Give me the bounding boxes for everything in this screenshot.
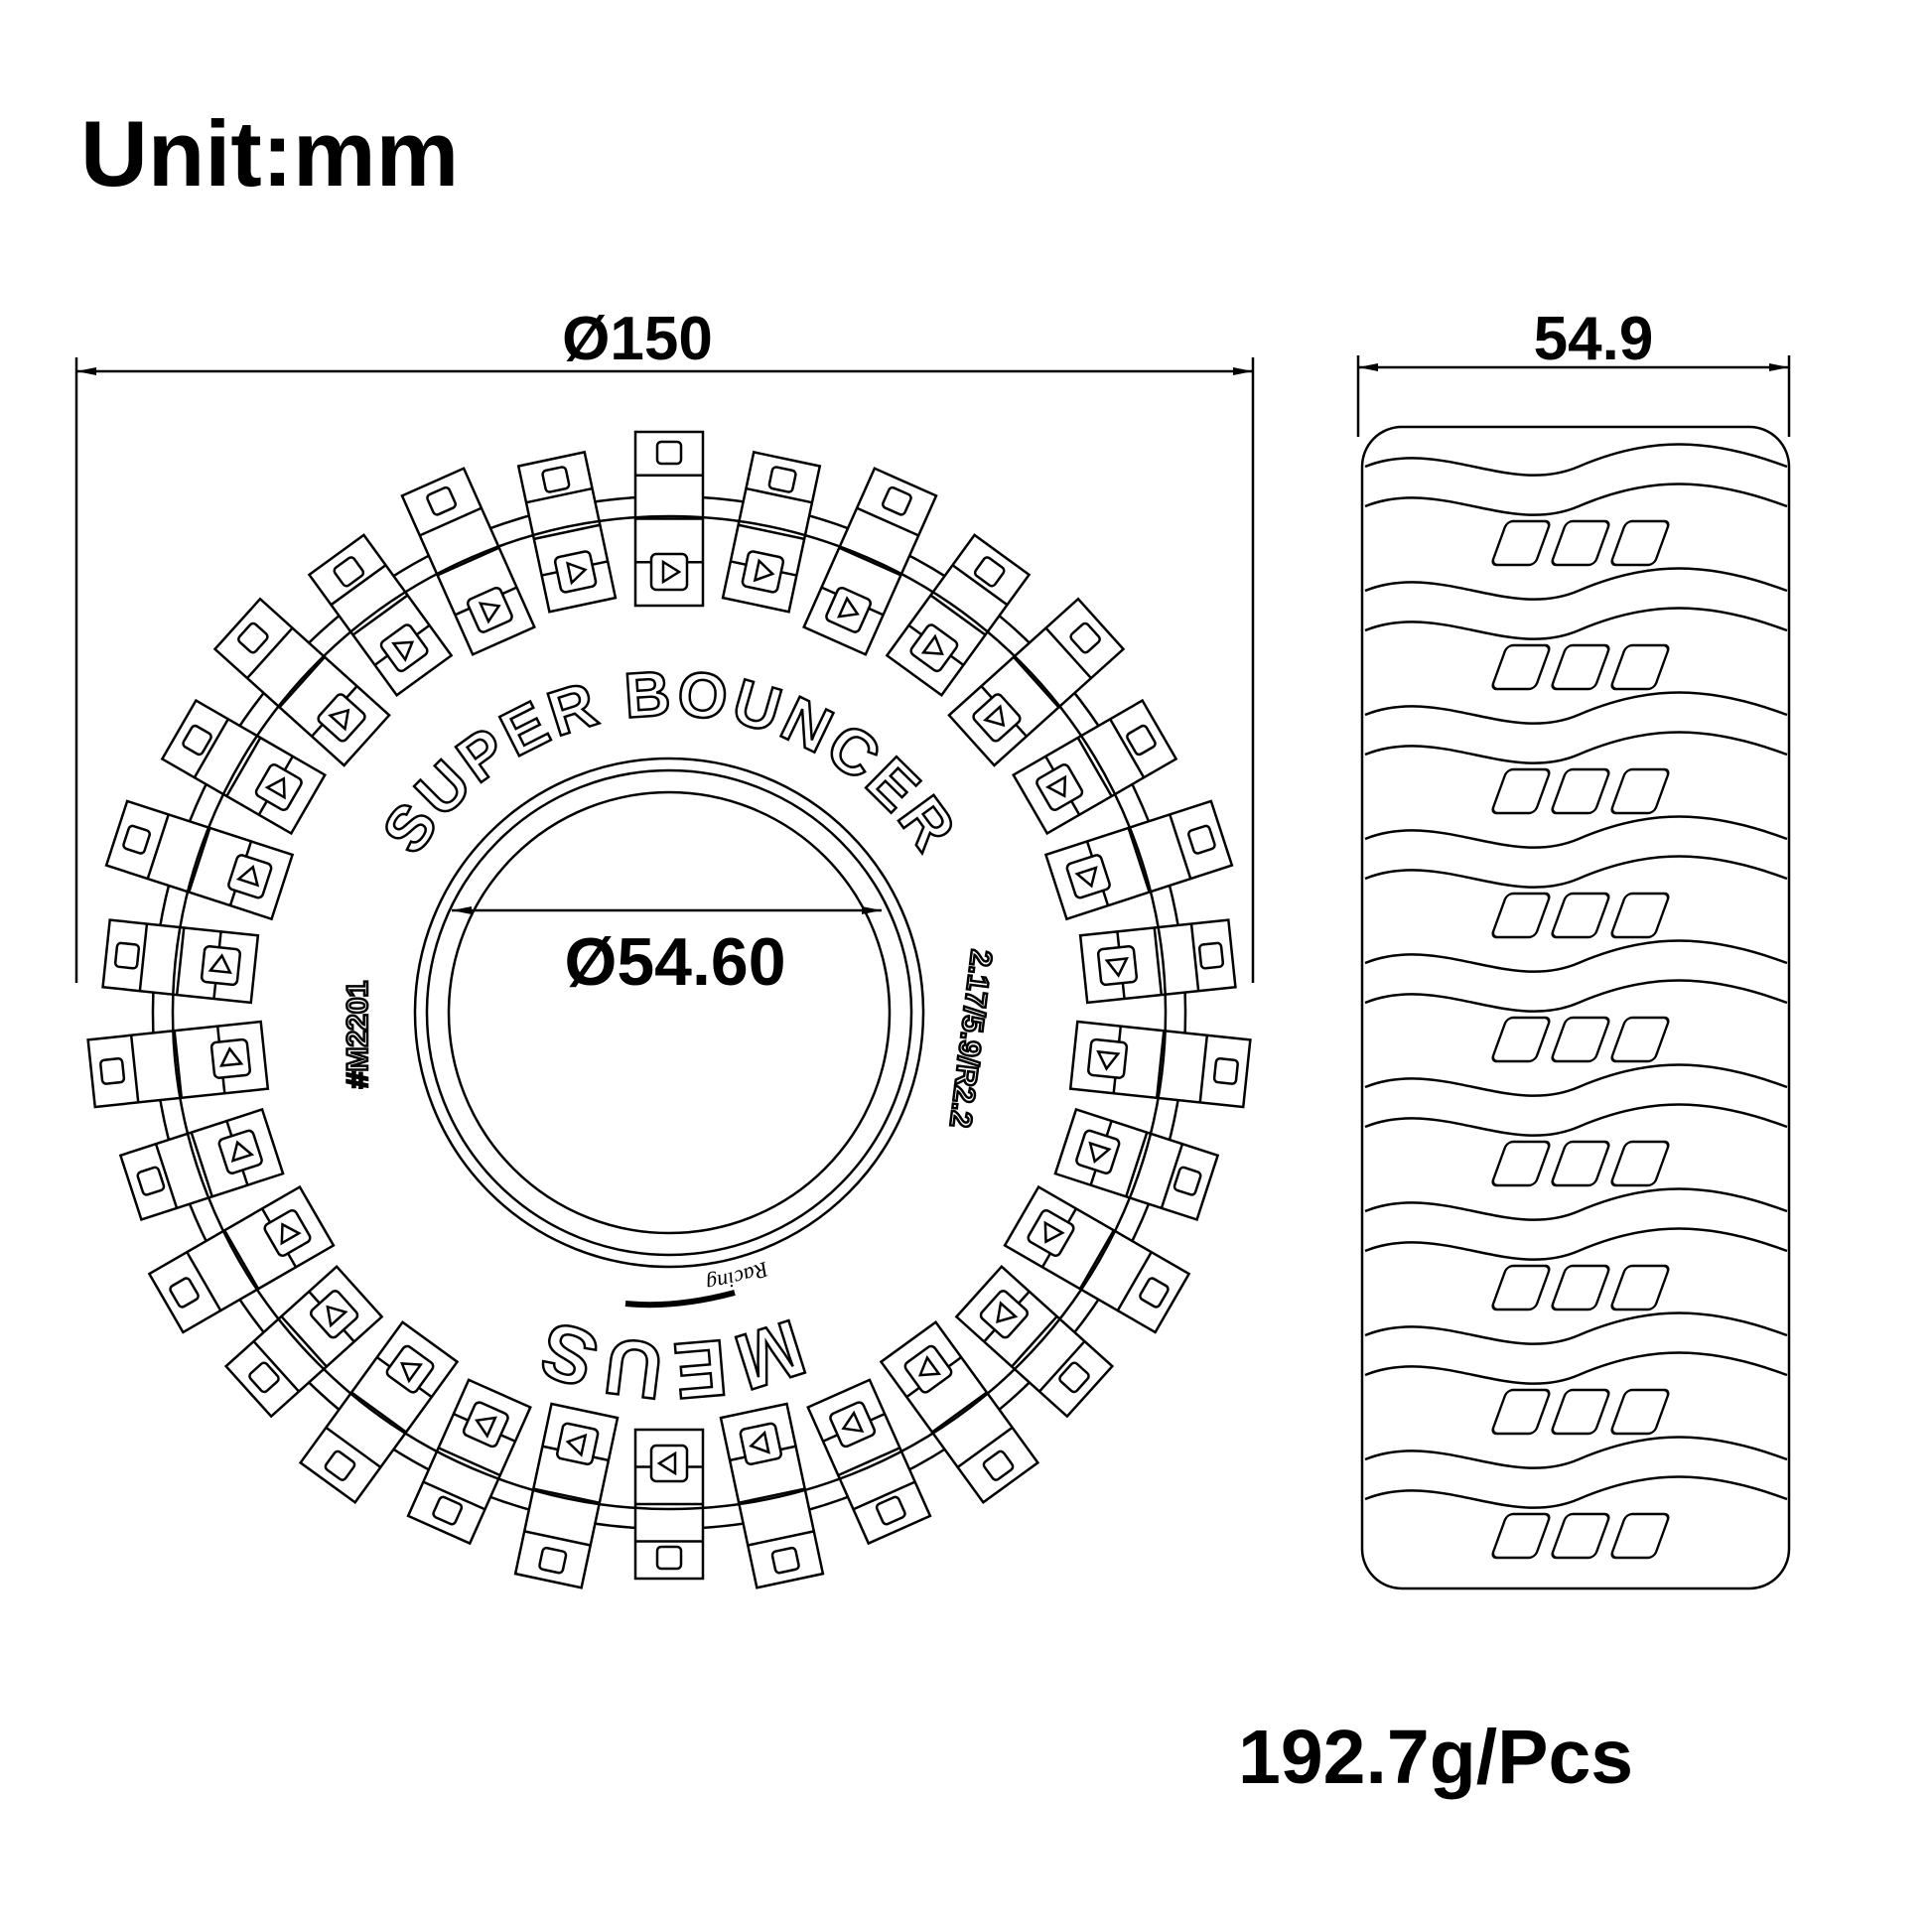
tread-block (1551, 1264, 1610, 1311)
rim-hole (447, 790, 892, 1235)
tread-lug (802, 467, 938, 656)
tread-block (1610, 1016, 1670, 1063)
tread-band (1364, 607, 1788, 640)
tread-band (1364, 1311, 1788, 1345)
tread-block (1491, 1016, 1551, 1063)
tread-lug (954, 1265, 1115, 1419)
size-code-text: 2.17/5.9/R2.2 (943, 948, 998, 1130)
tread-lug (118, 1107, 285, 1222)
tread-block (1491, 767, 1551, 815)
tread-band (1364, 567, 1788, 601)
tread-block (1551, 767, 1610, 815)
tire-shoulder (171, 514, 1168, 1511)
tread-lug (885, 533, 1032, 697)
tread-lug (307, 533, 454, 697)
tread-lug (1012, 698, 1178, 836)
tread-lug (1068, 1020, 1252, 1109)
tread-block (1491, 1264, 1551, 1311)
tread-lug (719, 1402, 825, 1589)
tread-block (1551, 1512, 1610, 1560)
part-number-text: #M2201 (342, 981, 374, 1088)
tread-block (1491, 519, 1551, 567)
tread-band (1364, 1063, 1788, 1097)
tread-block (1491, 892, 1551, 939)
brand-text: MEUS (524, 1303, 816, 1417)
tread-lug (516, 450, 618, 614)
tire-tread-view (1360, 425, 1791, 1590)
tread-band (1364, 815, 1788, 849)
tread-band (1364, 483, 1788, 516)
tread-lug (101, 918, 260, 1005)
tread-lug (104, 799, 295, 921)
rim-bead-outer (413, 757, 925, 1269)
tread-band (1364, 691, 1788, 725)
tread-lug (1078, 918, 1237, 1005)
tread-band (1364, 939, 1788, 973)
width-dimension: 54.9 (1356, 305, 1791, 437)
tread-lug (1003, 1184, 1191, 1334)
tread-block (1610, 643, 1670, 691)
tread-band (1364, 731, 1788, 764)
tread-lug (947, 597, 1126, 767)
outer-diameter-label: Ø150 (562, 305, 713, 373)
tread-lug (406, 1378, 532, 1546)
tread-band (1364, 443, 1788, 477)
tread-block (1551, 519, 1610, 567)
tread-band (1364, 979, 1788, 1013)
tread-band (1364, 1227, 1788, 1261)
tread-block (1491, 1140, 1551, 1187)
tread-pattern (1364, 443, 1788, 1560)
tread-lug (86, 1020, 270, 1109)
tread-block (1610, 892, 1670, 939)
tread-band (1364, 1351, 1788, 1385)
outer-diameter-dimension: Ø150 (74, 305, 1255, 983)
tread-lugs (86, 430, 1252, 1589)
tread-lug (721, 450, 822, 614)
tread-lug (212, 597, 391, 767)
width-label: 54.9 (1534, 305, 1654, 373)
tread-block (1610, 767, 1670, 815)
tread-lug (1043, 799, 1234, 921)
tread-block (1610, 1140, 1670, 1187)
tread-lug (633, 430, 705, 608)
tread-block (1610, 1512, 1670, 1560)
unit-label: Unit:mm (80, 101, 459, 206)
rim-bead-mid (425, 768, 913, 1257)
tread-lug (298, 1319, 460, 1505)
tread-lug (633, 1428, 705, 1581)
tread-lug (513, 1402, 620, 1589)
tread-lug (160, 698, 327, 836)
tread-block (1551, 643, 1610, 691)
tread-band (1364, 1187, 1788, 1221)
brand-underline (624, 1290, 736, 1309)
tread-block (1491, 643, 1551, 691)
tread-band (1364, 855, 1788, 889)
tread-lug (400, 467, 536, 656)
tread-lug (879, 1319, 1040, 1505)
tread-lug (1053, 1107, 1220, 1222)
tread-block (1610, 1388, 1670, 1436)
tread-lug (806, 1378, 932, 1546)
inner-diameter-label: Ø54.60 (564, 924, 785, 1000)
tread-block (1551, 892, 1610, 939)
tread-block (1551, 1388, 1610, 1436)
tire-side-view: SUPER BOUNCER MEUS Racing #M2201 2.17/5.… (86, 430, 1252, 1589)
tread-block (1610, 1264, 1670, 1311)
tread-outline (1360, 425, 1791, 1590)
tread-block (1491, 1388, 1551, 1436)
tread-lug (147, 1184, 336, 1334)
tread-block (1491, 1512, 1551, 1560)
tread-block (1610, 519, 1670, 567)
tread-block (1551, 1016, 1610, 1063)
tread-lug (223, 1265, 384, 1419)
tread-band (1364, 1475, 1788, 1509)
weight-label: 192.7g/Pcs (1238, 1715, 1633, 1800)
tread-band (1364, 1436, 1788, 1469)
model-name-text: SUPER BOUNCER (368, 657, 972, 866)
tread-block (1551, 1140, 1610, 1187)
tread-band (1364, 1103, 1788, 1137)
